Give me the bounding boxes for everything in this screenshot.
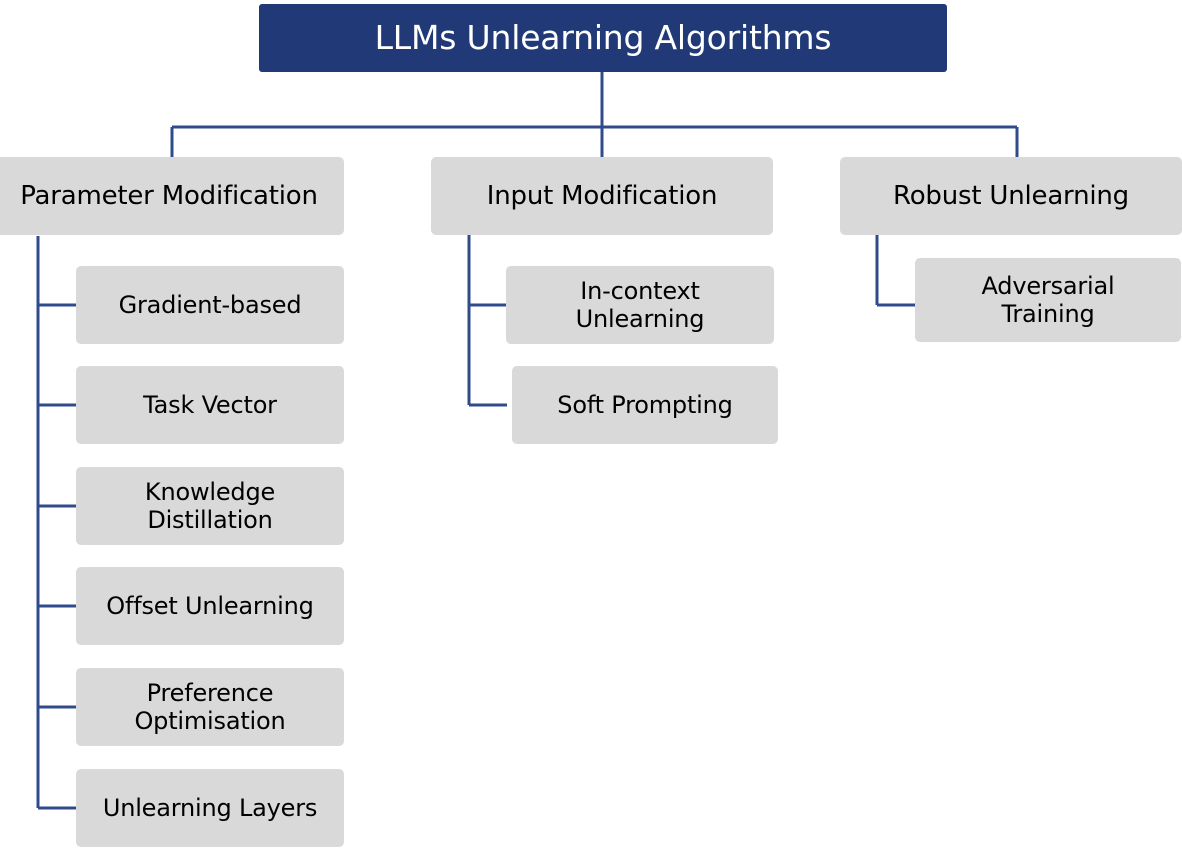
node-label: In-context Unlearning	[575, 276, 705, 333]
node-robust-unlearning[interactable]: Robust Unlearning	[840, 157, 1182, 235]
node-label: Soft Prompting	[557, 390, 733, 419]
node-soft-prompting[interactable]: Soft Prompting	[512, 366, 778, 444]
node-label: Robust Unlearning	[893, 180, 1129, 211]
node-in-context-unlearning[interactable]: In-context Unlearning	[506, 266, 774, 344]
node-label: Offset Unlearning	[106, 591, 314, 620]
node-root-llms-unlearning-algorithms[interactable]: LLMs Unlearning Algorithms	[259, 4, 947, 72]
node-task-vector[interactable]: Task Vector	[76, 366, 344, 444]
node-unlearning-layers[interactable]: Unlearning Layers	[76, 769, 344, 847]
node-offset-unlearning[interactable]: Offset Unlearning	[76, 567, 344, 645]
node-label: Adversarial Training	[981, 271, 1115, 328]
node-label: Parameter Modification	[20, 180, 318, 211]
node-label: Unlearning Layers	[102, 793, 318, 822]
node-label: Task Vector	[143, 390, 277, 419]
node-gradient-based[interactable]: Gradient-based	[76, 266, 344, 344]
node-label: LLMs Unlearning Algorithms	[374, 17, 832, 57]
node-label: Gradient-based	[118, 290, 302, 319]
node-parameter-modification[interactable]: Parameter Modification	[0, 157, 344, 235]
node-preference-optimisation[interactable]: Preference Optimisation	[76, 668, 344, 746]
node-label: Knowledge Distillation	[144, 477, 276, 534]
node-input-modification[interactable]: Input Modification	[431, 157, 773, 235]
node-label: Input Modification	[486, 180, 718, 211]
node-label: Preference Optimisation	[134, 678, 286, 735]
node-adversarial-training[interactable]: Adversarial Training	[915, 258, 1181, 342]
node-knowledge-distillation[interactable]: Knowledge Distillation	[76, 467, 344, 545]
